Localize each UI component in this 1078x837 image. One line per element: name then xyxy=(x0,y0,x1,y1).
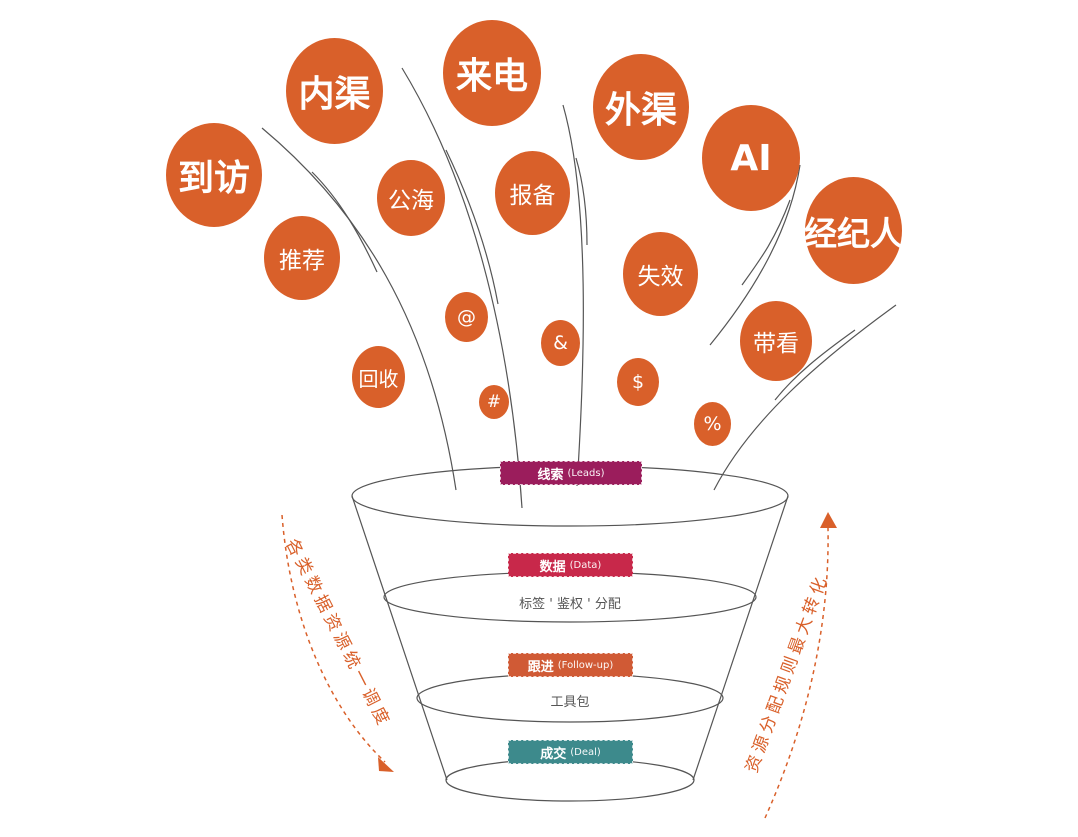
left-arrowhead-icon xyxy=(378,757,394,772)
stage-label-deal: 成交(Deal) xyxy=(508,740,633,764)
bubble-daikan: 带看 xyxy=(740,301,812,381)
bubble-dollar-icon: $ xyxy=(617,358,659,406)
bubble-gonghai: 公海 xyxy=(377,160,445,236)
funnel-rim-deal xyxy=(445,758,695,802)
stage-leads-en: (Leads) xyxy=(567,467,605,479)
stream-line xyxy=(261,127,457,491)
bubble-amp-icon: & xyxy=(541,320,580,366)
stage-label-leads: 线索(Leads) xyxy=(500,461,642,485)
stream-line xyxy=(774,329,856,401)
stage-label-data: 数据(Data) xyxy=(508,553,633,577)
stage-followup-subtext: 工具包 xyxy=(550,695,590,710)
stream-line xyxy=(575,157,588,246)
stage-followup-cn: 跟进 xyxy=(527,659,554,675)
bubble-waiqu: 外渠 xyxy=(593,54,689,160)
bubble-percent-icon: % xyxy=(694,402,731,446)
right-dashed-arrow-line xyxy=(764,527,829,819)
stream-line xyxy=(709,164,801,346)
bubble-huishou: 回收 xyxy=(352,346,405,408)
stage-deal-cn: 成交 xyxy=(540,746,567,762)
bubble-hash-icon: # xyxy=(479,385,509,419)
bubble-jingjiren: 经纪人 xyxy=(804,177,903,284)
stream-line xyxy=(562,104,584,487)
bubble-ai: AI xyxy=(702,105,800,211)
stage-data-subtext: 标签 ' 鉴权 ' 分配 xyxy=(519,597,621,612)
funnel-right-edge xyxy=(692,495,789,781)
stream-line xyxy=(741,199,791,286)
stage-label-followup: 跟进(Follow-up) xyxy=(508,653,633,677)
stage-followup-en: (Follow-up) xyxy=(557,659,614,671)
stage-deal-en: (Deal) xyxy=(570,746,601,758)
bubble-baobei: 报备 xyxy=(495,151,570,235)
stream-line xyxy=(445,149,499,305)
stream-line xyxy=(311,171,378,273)
bubble-neiqu: 内渠 xyxy=(286,38,383,144)
stream-line xyxy=(401,67,523,509)
left-dashed-arrow-line xyxy=(281,514,386,763)
bubble-laidian: 来电 xyxy=(443,20,541,126)
stage-leads-cn: 线索 xyxy=(537,467,564,483)
stream-line xyxy=(713,304,897,491)
bubble-daofang: 到访 xyxy=(166,123,262,227)
funnel-left-edge xyxy=(351,495,448,781)
bubble-at-icon: @ xyxy=(445,292,488,342)
bubble-shixiao: 失效 xyxy=(623,232,698,316)
bubble-tuijian: 推荐 xyxy=(264,216,340,300)
right-arrowhead-icon xyxy=(820,512,837,528)
stage-data-cn: 数据 xyxy=(539,559,566,575)
stage-data-en: (Data) xyxy=(569,559,602,571)
